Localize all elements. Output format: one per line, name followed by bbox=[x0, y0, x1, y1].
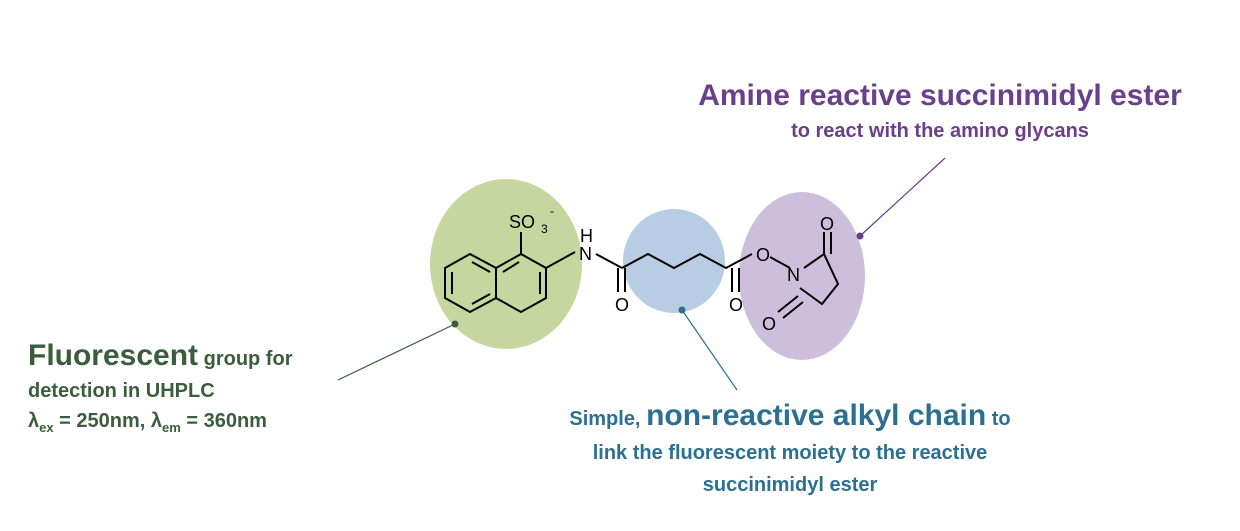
nh-hydrogen: H bbox=[580, 226, 593, 246]
imide-top-oxygen: O bbox=[820, 214, 834, 234]
alkyl-line3: succinimidyl ester bbox=[702, 474, 878, 496]
lambda-ex-sub: ex bbox=[39, 420, 54, 435]
lambda-ex-value: = 250nm, bbox=[53, 410, 151, 432]
lambda-ex-symbol: λ bbox=[28, 410, 40, 432]
leader-line-amine bbox=[856, 157, 946, 240]
imide-nitrogen: N bbox=[787, 265, 800, 285]
amine-reactive-label: Amine reactive succinimidyl ester to rea… bbox=[640, 76, 1240, 146]
lambda-em-value: = 360nm bbox=[180, 410, 267, 432]
fluorescent-wavelengths: λex = 250nm, λem = 360nm bbox=[28, 406, 358, 443]
nh-nitrogen: N bbox=[579, 244, 592, 264]
fluorescent-group-highlight bbox=[430, 179, 582, 349]
ester-carbonyl-oxygen: O bbox=[729, 295, 743, 315]
amine-subtitle: to react with the amino glycans bbox=[791, 120, 1089, 142]
succinimide-ring bbox=[799, 252, 840, 306]
alkyl-line2: link the fluorescent moiety to the react… bbox=[592, 442, 988, 464]
leader-line-fluorescent bbox=[337, 320, 459, 381]
alkyl-chain bbox=[621, 252, 753, 270]
imide-bottom-oxygen: O bbox=[762, 314, 776, 334]
alkyl-suffix: to bbox=[986, 408, 1011, 430]
lambda-em-sub: em bbox=[162, 420, 181, 435]
sulfonate-charge: - bbox=[550, 204, 554, 218]
alkyl-chain-label: Simple, non-reactive alkyl chain to link… bbox=[470, 400, 1110, 501]
alkyl-title: non-reactive alkyl chain bbox=[646, 399, 987, 432]
c-n-bond bbox=[545, 251, 576, 269]
sulfonate-label: SO bbox=[509, 212, 535, 232]
ester-link-oxygen: O bbox=[756, 245, 770, 265]
lambda-em-symbol: λ bbox=[150, 410, 162, 432]
sulfonate-subscript: 3 bbox=[541, 222, 548, 236]
o-n-bond bbox=[769, 256, 791, 269]
fluorescent-label: Fluorescent group for detection in UHPLC… bbox=[28, 336, 358, 443]
fluorescent-title-suffix: group for bbox=[198, 348, 293, 370]
amine-title: Amine reactive succinimidyl ester bbox=[698, 79, 1182, 112]
imide-co-bottom-b bbox=[782, 301, 804, 319]
fluorescent-line2: detection in UHPLC bbox=[28, 380, 215, 402]
alkyl-prefix: Simple, bbox=[569, 408, 647, 430]
alkyl-chain-highlight bbox=[623, 209, 725, 313]
imide-co-bottom-a bbox=[777, 295, 799, 313]
fluorescent-title: Fluorescent bbox=[28, 339, 199, 372]
amide-oxygen: O bbox=[615, 295, 629, 315]
succinimidyl-ester-highlight bbox=[739, 192, 865, 360]
n-carbonyl-bond bbox=[595, 253, 623, 269]
leader-line-alkyl bbox=[678, 306, 738, 391]
